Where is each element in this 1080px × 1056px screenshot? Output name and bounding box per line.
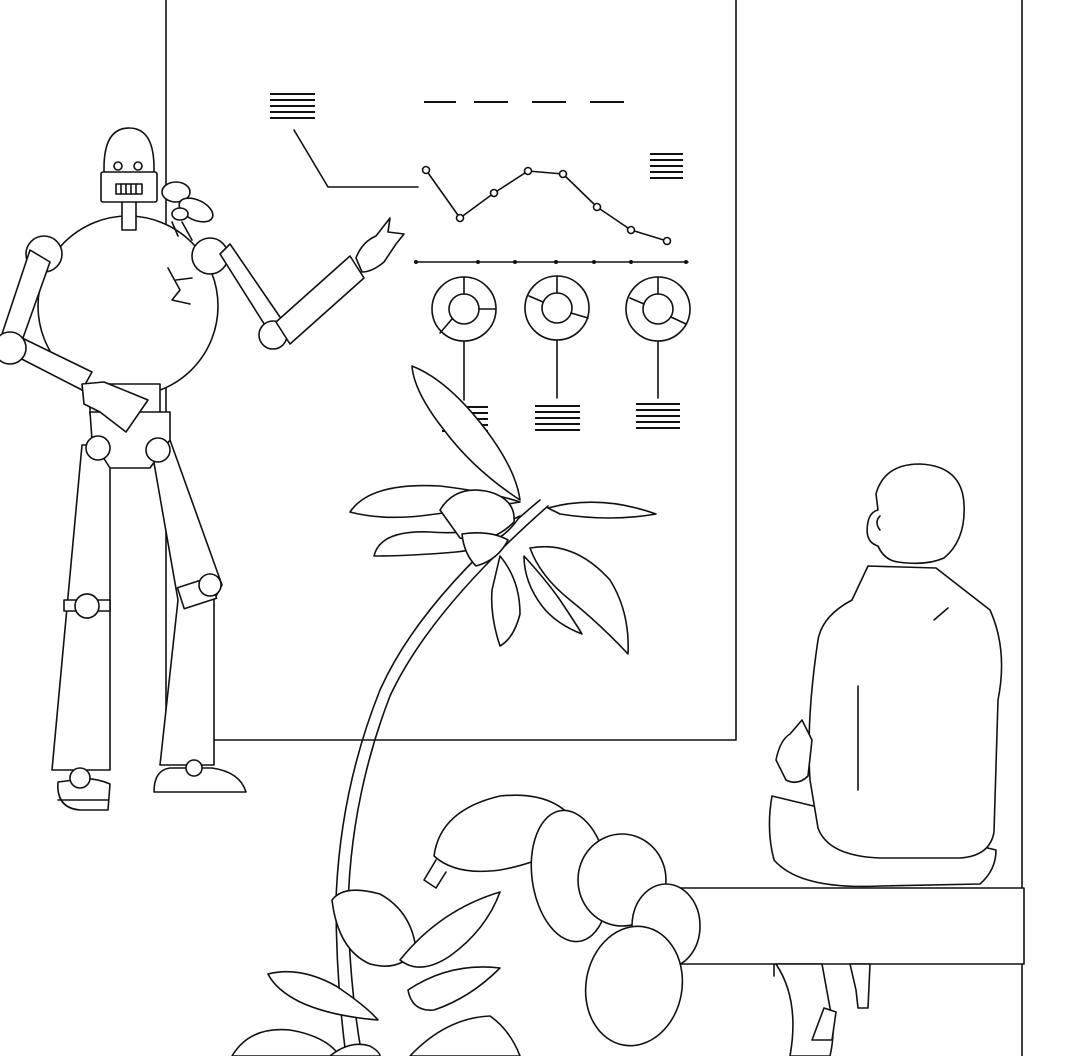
robot-right-hand: [355, 217, 405, 273]
board-text-block-right: [650, 153, 683, 179]
robot-flower: [161, 181, 214, 241]
potted-plant: [335, 365, 657, 1056]
robot-right-foot: [153, 767, 247, 793]
seated-person-figure: [768, 463, 1003, 1056]
plant-leaf: [409, 1015, 521, 1056]
plant-leaf: [399, 891, 501, 968]
plant-lower-leaves: [231, 889, 521, 1056]
plant-leaf: [373, 515, 521, 557]
plant-leaf: [523, 555, 583, 635]
robot-left-hand: [81, 381, 149, 433]
plant-stem: [335, 499, 541, 1056]
plant-leaf: [461, 532, 509, 567]
person-torso: [808, 565, 1003, 859]
plant-leaf: [231, 1028, 341, 1056]
plant-leaf: [547, 501, 657, 519]
board-line-chart: [421, 165, 672, 246]
board-timeline: [414, 260, 689, 264]
plant-leaf: [490, 555, 521, 647]
plant-leaf: [329, 1043, 381, 1056]
person-head: [866, 463, 965, 565]
board-donut-1: [431, 276, 497, 432]
person-hand: [775, 719, 813, 784]
board-donut-2: [524, 275, 590, 431]
plant-leaf: [411, 365, 521, 501]
plant-leaf: [407, 966, 501, 1011]
board-donut-3: [625, 276, 691, 429]
plant-leaf: [267, 970, 379, 1021]
plant-leaf: [529, 545, 629, 655]
bench: [663, 887, 1025, 1007]
board-text-block-left: [270, 93, 419, 188]
robot-figure: [0, 127, 405, 811]
plant-round-leaves: [423, 794, 701, 1047]
presentation-board: [165, 0, 737, 741]
